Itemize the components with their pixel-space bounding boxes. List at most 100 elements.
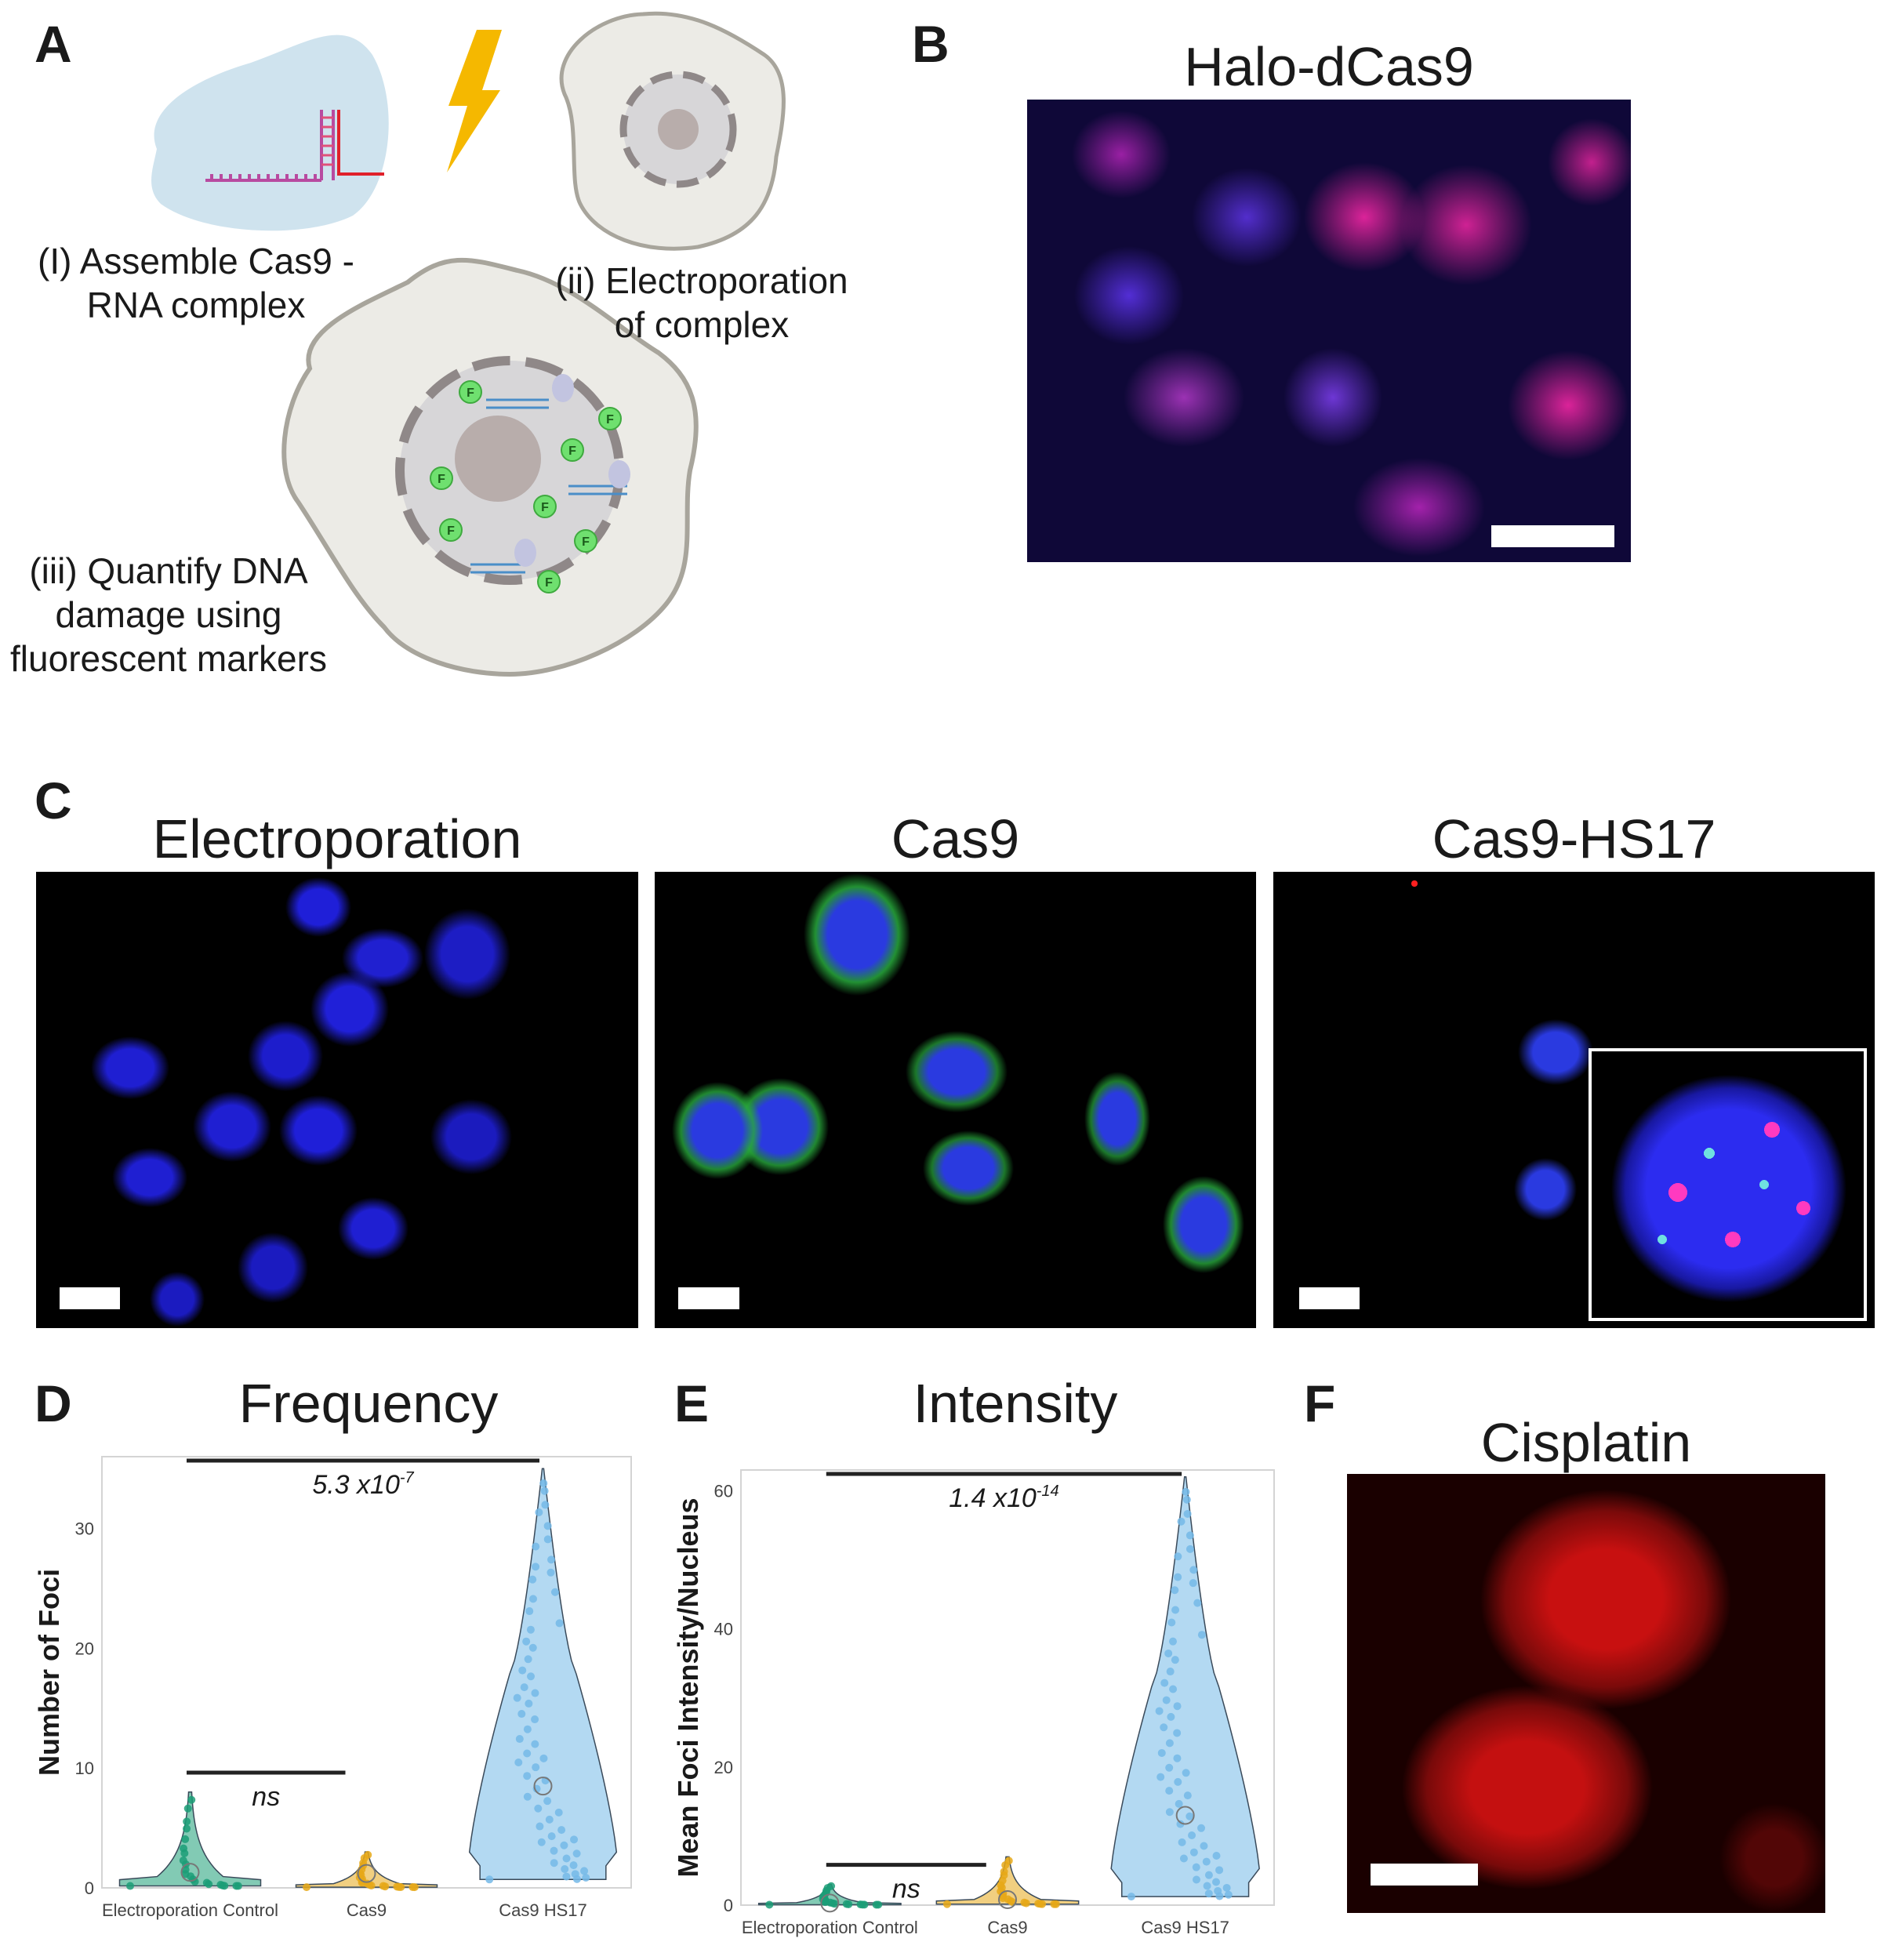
x-tick-label: Electroporation Control bbox=[742, 1918, 918, 1937]
data-point bbox=[1157, 1748, 1166, 1757]
data-point bbox=[527, 1672, 536, 1681]
data-point bbox=[562, 1872, 571, 1881]
data-point bbox=[526, 1625, 535, 1634]
significance-label: 5.3 x10-7 bbox=[312, 1469, 414, 1500]
data-point bbox=[539, 1479, 548, 1487]
data-point bbox=[860, 1900, 869, 1909]
data-point bbox=[1166, 1668, 1175, 1676]
data-point bbox=[534, 1804, 543, 1813]
data-point bbox=[381, 1882, 390, 1891]
panel-c-title-cas9: Cas9 bbox=[891, 808, 1020, 869]
data-point bbox=[1183, 1509, 1192, 1518]
data-point bbox=[572, 1875, 581, 1883]
y-tick-label: 10 bbox=[75, 1759, 94, 1778]
data-point bbox=[536, 1822, 544, 1831]
x-tick-label: Cas9 HS17 bbox=[1141, 1918, 1229, 1937]
data-point bbox=[1203, 1882, 1211, 1890]
data-point bbox=[1174, 1777, 1182, 1786]
panel-label-c: C bbox=[34, 771, 72, 829]
panel-c-title-electroporation: Electroporation bbox=[152, 808, 522, 869]
significance-label: ns bbox=[892, 1875, 920, 1904]
data-point bbox=[547, 1555, 556, 1564]
data-point bbox=[517, 1710, 526, 1719]
cell-icon bbox=[559, 11, 786, 251]
data-point bbox=[1200, 1842, 1208, 1850]
data-point bbox=[1176, 1820, 1185, 1828]
data-point bbox=[1192, 1875, 1200, 1884]
data-point bbox=[1174, 1552, 1182, 1561]
data-point bbox=[1004, 1857, 1013, 1865]
panel-label-d: D bbox=[34, 1374, 72, 1432]
data-point bbox=[1160, 1723, 1168, 1732]
data-point bbox=[537, 1838, 546, 1846]
data-point bbox=[531, 1689, 539, 1697]
cell-icon: F F F F F F F F bbox=[281, 257, 699, 677]
data-point bbox=[539, 1754, 548, 1762]
data-point bbox=[1171, 1656, 1179, 1664]
data-point bbox=[1186, 1812, 1194, 1820]
data-point bbox=[181, 1870, 190, 1878]
data-point bbox=[183, 1817, 191, 1826]
panel-label-e: E bbox=[674, 1374, 710, 1432]
data-point bbox=[524, 1655, 532, 1664]
data-point bbox=[540, 1486, 549, 1495]
panel-a-schematic: F F F F F F F F bbox=[151, 11, 786, 677]
marker-letter: F bbox=[467, 387, 474, 400]
data-point bbox=[830, 1900, 839, 1908]
cisplatin-image bbox=[1347, 1474, 1825, 1913]
data-point bbox=[827, 1882, 836, 1890]
data-point bbox=[531, 1715, 539, 1724]
marker-letter: F bbox=[545, 576, 553, 590]
data-point bbox=[1173, 1754, 1182, 1762]
data-point bbox=[397, 1882, 405, 1891]
data-point bbox=[532, 1563, 540, 1571]
data-point bbox=[580, 1867, 589, 1875]
data-point bbox=[528, 1643, 537, 1652]
data-point bbox=[518, 1666, 527, 1675]
x-tick-label: Cas9 HS17 bbox=[499, 1900, 587, 1920]
data-point bbox=[1178, 1838, 1186, 1846]
data-point bbox=[180, 1844, 188, 1853]
data-point bbox=[523, 1749, 532, 1758]
data-point bbox=[1156, 1773, 1165, 1781]
data-point bbox=[1167, 1618, 1176, 1627]
data-point bbox=[1000, 1867, 1008, 1876]
panel-c-title-cas9-hs17: Cas9-HS17 bbox=[1432, 808, 1716, 869]
y-tick-label: 60 bbox=[714, 1481, 733, 1501]
data-point bbox=[543, 1535, 552, 1544]
data-point bbox=[1171, 1586, 1179, 1595]
data-point bbox=[1165, 1739, 1174, 1748]
cas9-hs17-image bbox=[1273, 872, 1875, 1328]
data-point bbox=[999, 1894, 1008, 1903]
data-point bbox=[1222, 1883, 1231, 1892]
data-point bbox=[1162, 1696, 1171, 1704]
data-point bbox=[205, 1880, 213, 1889]
data-point bbox=[1192, 1863, 1200, 1871]
chart-e-title: Intensity bbox=[913, 1373, 1118, 1434]
data-point bbox=[1038, 1900, 1047, 1908]
mean-marker bbox=[820, 1893, 840, 1913]
data-point bbox=[546, 1568, 555, 1577]
data-point bbox=[543, 1797, 552, 1806]
chart-d-title: Frequency bbox=[238, 1373, 499, 1434]
data-point bbox=[1175, 1799, 1183, 1808]
y-tick-label: 0 bbox=[85, 1878, 94, 1898]
significance-label: ns bbox=[252, 1782, 280, 1812]
data-point bbox=[1169, 1685, 1178, 1693]
panel-label-a: A bbox=[34, 15, 72, 73]
electroporation-image bbox=[36, 872, 638, 1328]
data-point bbox=[523, 1792, 532, 1801]
data-point bbox=[179, 1857, 187, 1865]
data-point bbox=[410, 1883, 419, 1892]
data-point bbox=[555, 1619, 564, 1628]
data-point bbox=[561, 1864, 569, 1873]
mean-marker bbox=[533, 1777, 553, 1796]
data-point bbox=[557, 1826, 566, 1835]
data-point bbox=[532, 1542, 540, 1551]
violin-2 bbox=[1110, 1476, 1260, 1897]
y-tick-label: 30 bbox=[75, 1519, 94, 1539]
y-axis-label: Number of Foci bbox=[33, 1569, 65, 1776]
data-point bbox=[1165, 1787, 1174, 1795]
lightning-bolt-icon bbox=[447, 30, 502, 172]
step3-caption: (iii) Quantify DNA damage using fluoresc… bbox=[10, 550, 327, 679]
